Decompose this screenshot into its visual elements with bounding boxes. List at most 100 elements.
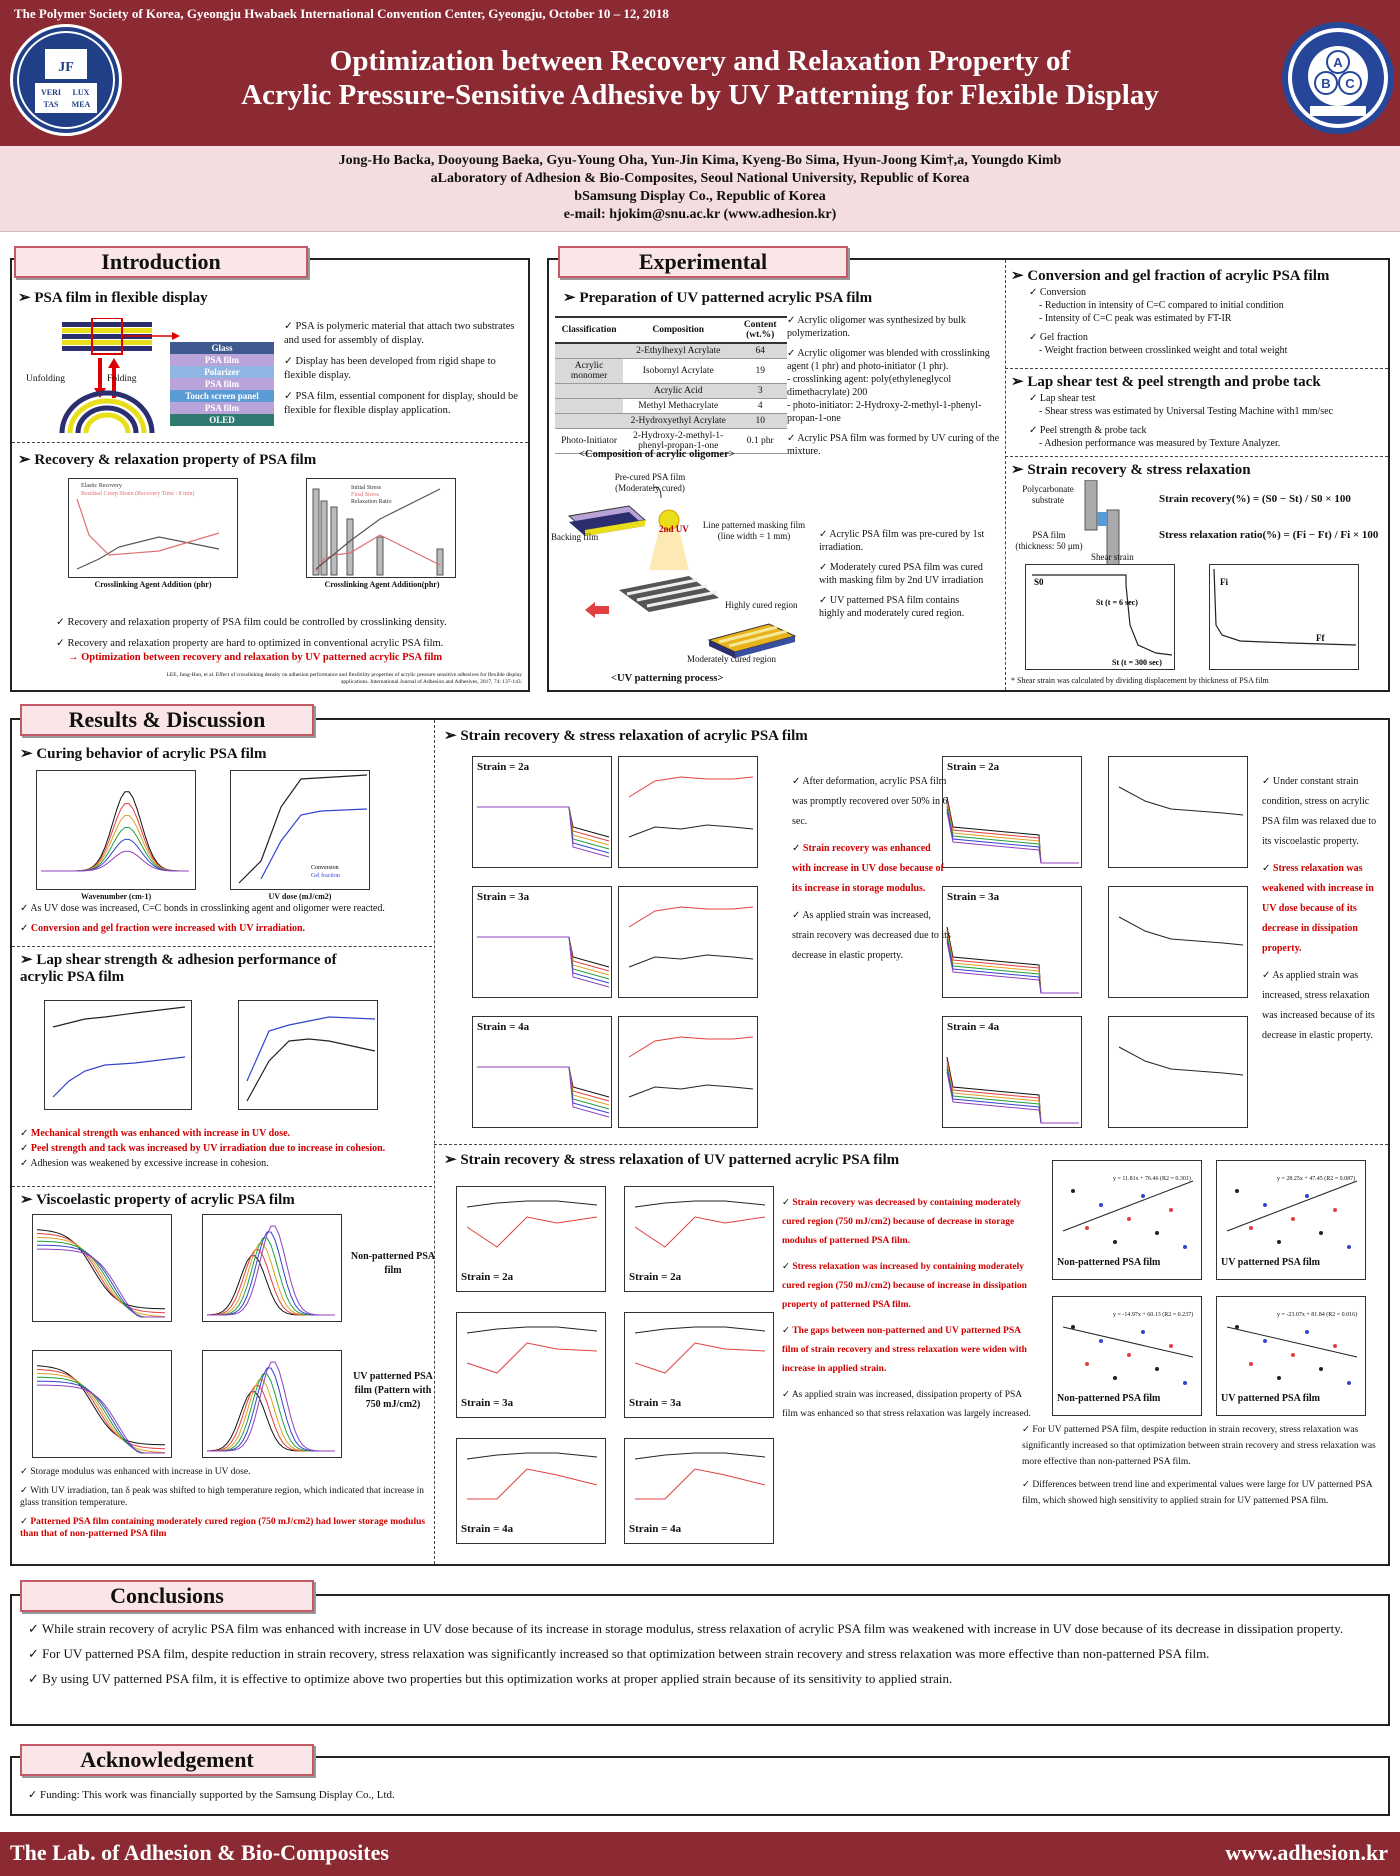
ftir-plot bbox=[36, 770, 196, 890]
svg-text:Ff: Ff bbox=[1316, 633, 1325, 643]
intro-bullets: ✓ PSA is polymeric material that attach … bbox=[284, 321, 518, 416]
data-point bbox=[1291, 1217, 1295, 1221]
regression-label: UV patterned PSA film bbox=[1221, 1393, 1320, 1404]
contact-email: e-mail: hjokim@snu.ac.kr (www.adhesion.k… bbox=[563, 207, 837, 222]
data-point bbox=[1113, 1240, 1117, 1244]
conversion-xlabel: UV dose (mJ/cm2) bbox=[268, 892, 332, 901]
exp-bullets: ✓ Acrylic oligomer was synthesized by bu… bbox=[787, 315, 1000, 457]
conclusions-title: Conclusions bbox=[20, 1580, 314, 1612]
stress-time-plot: Strain = 4a bbox=[942, 1016, 1082, 1128]
chart2-xlabel: Crosslinking Agent Addition(phr) bbox=[324, 580, 440, 589]
ack-item: ✓ Funding: This work was financially sup… bbox=[28, 1789, 395, 1801]
trend-line bbox=[1226, 1326, 1358, 1358]
precured-label: Pre-cured PSA film (Moderately cured) bbox=[614, 472, 686, 493]
regression-label: UV patterned PSA film bbox=[1221, 1257, 1320, 1268]
data-point bbox=[1141, 1194, 1145, 1198]
modulus-series bbox=[36, 1236, 166, 1318]
strain-label: Strain = 4a bbox=[629, 1523, 682, 1535]
modulus-series bbox=[36, 1229, 166, 1310]
methods-lap-text: ✓ Lap shear test - Shear stress was esti… bbox=[1029, 393, 1334, 449]
pattern-relax-plot: Strain = 3a bbox=[624, 1312, 774, 1418]
pattern-recovery-plot: Strain = 3a bbox=[456, 1312, 606, 1418]
lab-logo: A B C bbox=[1282, 22, 1394, 134]
tan-delta-series bbox=[206, 1385, 335, 1452]
elastic-recovery-series bbox=[76, 536, 220, 570]
modulus-series bbox=[36, 1248, 165, 1318]
recovery-chart: Elastic Recovery Residual Creep Strain (… bbox=[68, 478, 238, 578]
regression-equation: y = -23.07x + 81.84 (R2 = 0.016) bbox=[1277, 1312, 1358, 1318]
regression-plot: y = -23.07x + 81.84 (R2 = 0.016) UV patte… bbox=[1216, 1296, 1366, 1416]
data-point bbox=[1155, 1231, 1159, 1235]
data-point bbox=[1099, 1339, 1103, 1343]
data-point bbox=[1333, 1208, 1337, 1212]
logo-text-lux: LUX bbox=[73, 88, 90, 97]
svg-text:Gel fraction: Gel fraction bbox=[311, 872, 340, 879]
high-cured-label: Highly cured region bbox=[725, 600, 798, 610]
time-series bbox=[477, 806, 610, 854]
lap-bullets: ✓ Mechanical strength was enhanced with … bbox=[20, 1128, 386, 1169]
layer-psa-2: PSA film bbox=[170, 378, 274, 390]
dose-series bbox=[1118, 1046, 1244, 1076]
trend-line bbox=[1062, 1326, 1194, 1358]
patterned-text: ✓ Strain recovery was decreased by conta… bbox=[782, 1198, 1031, 1419]
recovery-chart-svg: Elastic Recovery Residual Creep Strain (… bbox=[76, 483, 220, 570]
time-series bbox=[946, 1071, 1079, 1124]
svg-text:Elastic Recovery: Elastic Recovery bbox=[81, 483, 122, 489]
tan-delta-series bbox=[206, 1373, 336, 1452]
time-series bbox=[477, 1066, 610, 1102]
stress-relax-plot bbox=[1108, 886, 1248, 998]
process-caption: <UV patterning process> bbox=[611, 673, 724, 684]
modulus-np-svg bbox=[36, 1229, 166, 1318]
data-point bbox=[1319, 1231, 1323, 1235]
results-title: Results & Discussion bbox=[20, 704, 314, 736]
layer-stack: Glass PSA film Polarizer PSA film Touch … bbox=[170, 342, 274, 426]
data-point bbox=[1305, 1330, 1309, 1334]
curing-bullets: ✓ As UV dose was increased, C=C bonds in… bbox=[20, 903, 385, 934]
trend-line bbox=[1226, 1180, 1358, 1232]
time-series bbox=[477, 806, 610, 842]
psa-thickness-label: PSA film (thickness: 50 μm) bbox=[1015, 530, 1083, 551]
data-point bbox=[1347, 1381, 1351, 1385]
time-series bbox=[477, 1066, 610, 1118]
dose-series bbox=[628, 1036, 754, 1058]
stress-time-plot: Strain = 2a bbox=[942, 756, 1082, 868]
exp-sub-prep: ➢ Preparation of UV patterned acrylic PS… bbox=[563, 290, 873, 306]
non-patterned-label: Non-patterned PSA film bbox=[350, 1251, 436, 1276]
strain-label: Strain = 3a bbox=[947, 891, 1000, 903]
residual-creep-series bbox=[76, 498, 220, 556]
results-sub-curing: ➢ Curing behavior of acrylic PSA film bbox=[20, 746, 267, 762]
results-sub-lap: ➢ Lap shear strength & adhesion performa… bbox=[20, 952, 337, 985]
data-point bbox=[1263, 1203, 1267, 1207]
non-pattern-series bbox=[634, 1200, 766, 1208]
pattern-series bbox=[466, 1342, 598, 1374]
tan-delta-series bbox=[206, 1225, 336, 1316]
data-point bbox=[1127, 1217, 1131, 1221]
time-series bbox=[477, 1066, 610, 1114]
mask-film bbox=[619, 576, 719, 612]
non-pattern-series bbox=[466, 1200, 598, 1208]
time-series bbox=[946, 926, 1079, 994]
conversion-svg: Conversion Gel fraction bbox=[238, 774, 368, 884]
acknowledgement-panel: ✓ Funding: This work was financially sup… bbox=[10, 1756, 1390, 1816]
regression-equation: y = -14.97x + 60.13 (R2 = 0.237) bbox=[1113, 1312, 1194, 1318]
conference-line: The Polymer Society of Korea, Gyeongju H… bbox=[14, 6, 669, 21]
footer-lab-name: The Lab. of Adhesion & Bio-Composites bbox=[10, 1840, 389, 1865]
logo-text-tas: TAS bbox=[44, 100, 60, 109]
data-point bbox=[1099, 1203, 1103, 1207]
time-series bbox=[477, 806, 610, 858]
footer-url[interactable]: www.adhesion.kr bbox=[1225, 1840, 1388, 1865]
tan-delta-np-svg bbox=[206, 1225, 336, 1316]
trend-line bbox=[1062, 1180, 1194, 1232]
time-series bbox=[477, 806, 610, 838]
data-point bbox=[1277, 1376, 1281, 1380]
strain-label: Strain = 2a bbox=[629, 1271, 682, 1283]
intro-title: Introduction bbox=[14, 246, 308, 278]
time-series bbox=[477, 936, 610, 984]
table-caption: <Composition of acrylic oligomer> bbox=[579, 449, 735, 460]
ftir-xlabel: Wavenumber (cm-1) bbox=[80, 892, 152, 901]
dose-series bbox=[628, 906, 754, 928]
modulus-series bbox=[36, 1376, 165, 1454]
pattern-recovery-plot: Strain = 4a bbox=[456, 1438, 606, 1544]
strain-time-plot: Strain = 2a bbox=[472, 756, 612, 868]
